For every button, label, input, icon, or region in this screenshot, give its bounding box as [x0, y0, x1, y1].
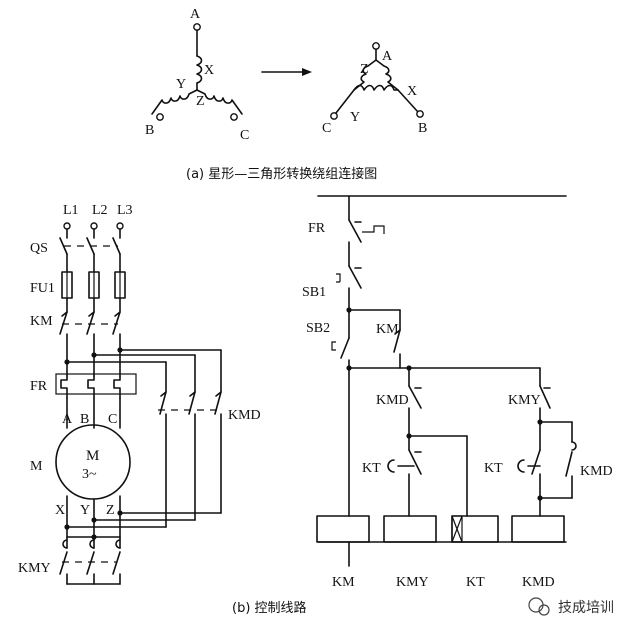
- label-terminal-b: B: [80, 412, 89, 427]
- label-a: A: [190, 7, 201, 22]
- coil-kmd: [511, 515, 565, 543]
- winding-by: [151, 89, 198, 115]
- label-a: A: [382, 49, 393, 64]
- label-fu1: FU1: [30, 281, 55, 296]
- label-l2: L2: [92, 203, 108, 218]
- delta-connection: A Z X Y C B: [322, 42, 427, 136]
- transform-arrow: [261, 68, 312, 76]
- km-aux-contact: [393, 329, 401, 353]
- label-motor: M: [30, 459, 43, 474]
- label-coil-km: KM: [332, 575, 355, 590]
- label-fr-nc: FR: [308, 221, 326, 236]
- coil-kt: [451, 515, 499, 543]
- fr-heater: [60, 375, 68, 399]
- label-c: C: [322, 121, 331, 136]
- label-terminal-z: Z: [106, 503, 115, 518]
- terminal-b: [156, 113, 164, 121]
- label-b: B: [418, 121, 427, 136]
- caption-b: (b) 控制线路: [232, 600, 307, 616]
- label-km: KM: [30, 314, 53, 329]
- label-kmd: KMD: [228, 408, 261, 423]
- terminal-c: [330, 112, 338, 120]
- label-coil-kmy: KMY: [396, 575, 429, 590]
- kmy-nc-contact: [539, 385, 551, 409]
- label-kmy-nc: KMY: [508, 393, 541, 408]
- winding-right: [375, 59, 399, 91]
- kmd-hold-contact: [565, 451, 573, 477]
- motor-symbol: [55, 424, 131, 500]
- watermark-logo: 技成培训: [528, 597, 614, 616]
- label-kmy: KMY: [18, 561, 51, 576]
- coil-km: [316, 515, 370, 543]
- watermark-icon: [528, 597, 544, 613]
- label-x: X: [407, 84, 417, 99]
- terminal-l2: [90, 222, 98, 230]
- terminal-c: [230, 113, 238, 121]
- kmy-contact: [59, 551, 68, 575]
- power-circuit: L1 L2 L3 QS FU1 KM: [18, 203, 261, 585]
- km-contact: [59, 311, 68, 335]
- label-terminal-x: X: [55, 503, 65, 518]
- label-terminal-a: A: [62, 412, 73, 427]
- label-y: Y: [350, 110, 360, 125]
- terminal-l1: [63, 222, 71, 230]
- sb1-button: [348, 265, 362, 289]
- label-terminal-y: Y: [80, 503, 90, 518]
- label-l1: L1: [63, 203, 79, 218]
- caption-a: (a) 星形—三角形转换绕组连接图: [186, 166, 377, 182]
- winding-bottom: [353, 84, 399, 91]
- kmd-nc-contact: [408, 385, 422, 409]
- watermark-text: 技成培训: [558, 600, 614, 616]
- motor-label-m: M: [86, 448, 99, 464]
- label-kmd-nc: KMD: [376, 393, 409, 408]
- qs-blade: [59, 237, 68, 255]
- label-sb2: SB2: [306, 321, 330, 336]
- label-terminal-c: C: [108, 412, 117, 427]
- coil-kmy: [383, 515, 437, 543]
- terminal-b: [416, 110, 424, 118]
- fr-block: [55, 373, 137, 395]
- star-connection: A X Y Z B C: [145, 7, 249, 143]
- label-b: B: [145, 123, 154, 138]
- winding-ax: [196, 55, 203, 84]
- label-fr: FR: [30, 379, 48, 394]
- label-kt-2: KT: [484, 461, 503, 476]
- terminal-l3: [116, 222, 124, 230]
- motor-label-3ac: 3~: [82, 467, 97, 482]
- label-kmd-hold: KMD: [580, 464, 613, 479]
- kt-contact-2: [531, 449, 541, 475]
- label-km-aux: KM: [376, 322, 399, 337]
- sb2-button: [340, 337, 350, 359]
- label-kt-1: KT: [362, 461, 381, 476]
- label-qs: QS: [30, 241, 48, 256]
- label-sb1: SB1: [302, 285, 326, 300]
- control-circuit: FR SB1 SB2 KM KMD: [302, 195, 613, 590]
- label-x: X: [204, 63, 214, 78]
- label-z: Z: [360, 62, 369, 77]
- winding-left: [353, 59, 377, 91]
- kmd-contact: [159, 391, 167, 415]
- label-z: Z: [196, 94, 205, 109]
- label-y: Y: [176, 77, 186, 92]
- label-coil-kt: KT: [466, 575, 485, 590]
- kt-contact-1: [408, 449, 422, 475]
- label-c: C: [240, 128, 249, 143]
- winding-cz: [196, 89, 243, 115]
- label-l3: L3: [117, 203, 133, 218]
- fr-nc-contact: [348, 219, 362, 243]
- label-coil-kmd: KMD: [522, 575, 555, 590]
